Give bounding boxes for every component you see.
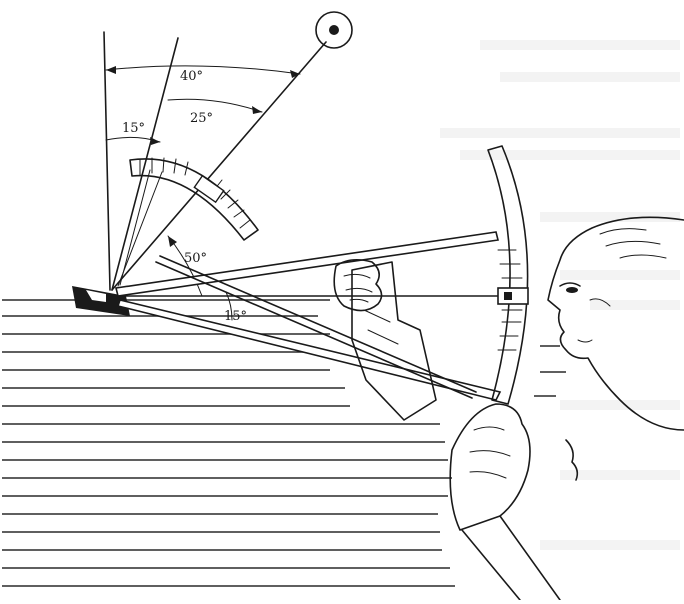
sleeve [351,261,437,421]
diagonal-brace-edge [159,255,477,393]
collar-mark [565,439,579,481]
label-40-degrees: 40° [180,69,203,84]
arc-40-arrowhead-left [106,66,116,74]
sun-sight-line [111,41,327,291]
right-hand [449,403,561,601]
sun-icon [315,11,353,49]
vertical-reference-line [103,31,111,291]
observer-head [547,216,684,431]
arc-50-arrowhead [168,236,177,247]
bleed-through-text [440,40,680,550]
cross-staff-rod-lower [116,299,502,401]
fifteen-degree-line [111,37,179,291]
diagonal-brace [155,261,473,399]
label-15-degrees-top: 15° [122,121,145,136]
left-hand [333,258,383,312]
cross-staff-curved-arc [487,145,529,405]
quadrant-scale [117,157,259,287]
cross-staff-rod-upper [115,231,499,297]
sea-hatching [2,299,566,587]
arc-15-degrees-low [225,291,233,321]
label-50-degrees: 50° [184,251,207,266]
label-25-degrees: 25° [190,111,213,126]
sight-block [72,286,130,316]
arc-25-arrowhead [252,106,262,114]
arc-15-arrowhead [150,137,160,145]
arc-40-degrees [105,65,301,75]
label-15-degrees-low: 15° [224,309,247,324]
arc-25-degrees [167,98,263,113]
arc-40-arrowhead [290,70,300,78]
